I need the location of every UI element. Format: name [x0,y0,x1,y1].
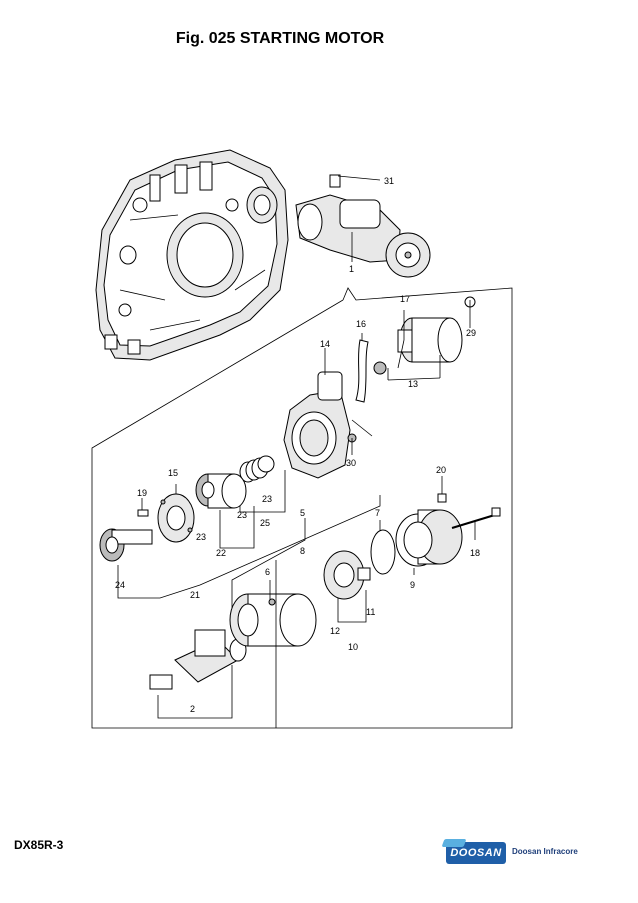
callout-19: 19 [137,488,147,498]
yoke [229,593,317,647]
logo-mark: DOOSAN [446,842,506,864]
callout-16: 16 [356,319,366,329]
callout-24: 24 [115,580,125,590]
callout-9: 9 [410,580,415,590]
overrunning-clutch [195,473,247,509]
callout-31: 31 [384,176,394,186]
spring-and-ring [239,455,275,483]
callout-20: 20 [436,465,446,475]
solenoid-switch [373,296,476,375]
callout-21: 21 [190,590,200,600]
callout-13: 13 [408,379,418,389]
callout-18: 18 [470,548,480,558]
bearing-plate [157,493,195,543]
callout-23-upper: 23 [262,494,272,504]
page-title: Fig. 025 STARTING MOTOR [175,30,385,47]
callout-29: 29 [466,328,476,338]
callout-12: 12 [330,626,340,636]
callout-14: 14 [320,339,330,349]
callout-6: 6 [265,567,270,577]
callout-5: 5 [300,508,305,518]
callout-1: 1 [349,264,354,274]
callout-22: 22 [216,548,226,558]
callout-15: 15 [168,468,178,478]
model-code: DX85R-3 [14,838,64,852]
callout-10: 10 [348,642,358,652]
end-frame [395,509,463,567]
logo-subtitle: Doosan Infracore [512,847,578,856]
doosan-logo: DOOSAN Doosan Infracore [446,842,578,866]
callout-17: 17 [400,294,410,304]
callout-2: 2 [190,704,195,714]
callout-23: 23 [237,510,247,520]
callout-7: 7 [375,508,380,518]
callout-8: 8 [300,546,305,556]
starter-motor-assembly [295,174,431,278]
callout-23-lower: 23 [196,532,206,542]
callout-11: 11 [366,607,375,617]
callout-25-upper: 25 [260,518,270,528]
brush-holder [323,550,371,600]
callout-30: 30 [346,458,356,468]
flywheel-housing [95,149,289,361]
drive-housing [283,371,357,479]
pinion-gear [99,528,153,562]
